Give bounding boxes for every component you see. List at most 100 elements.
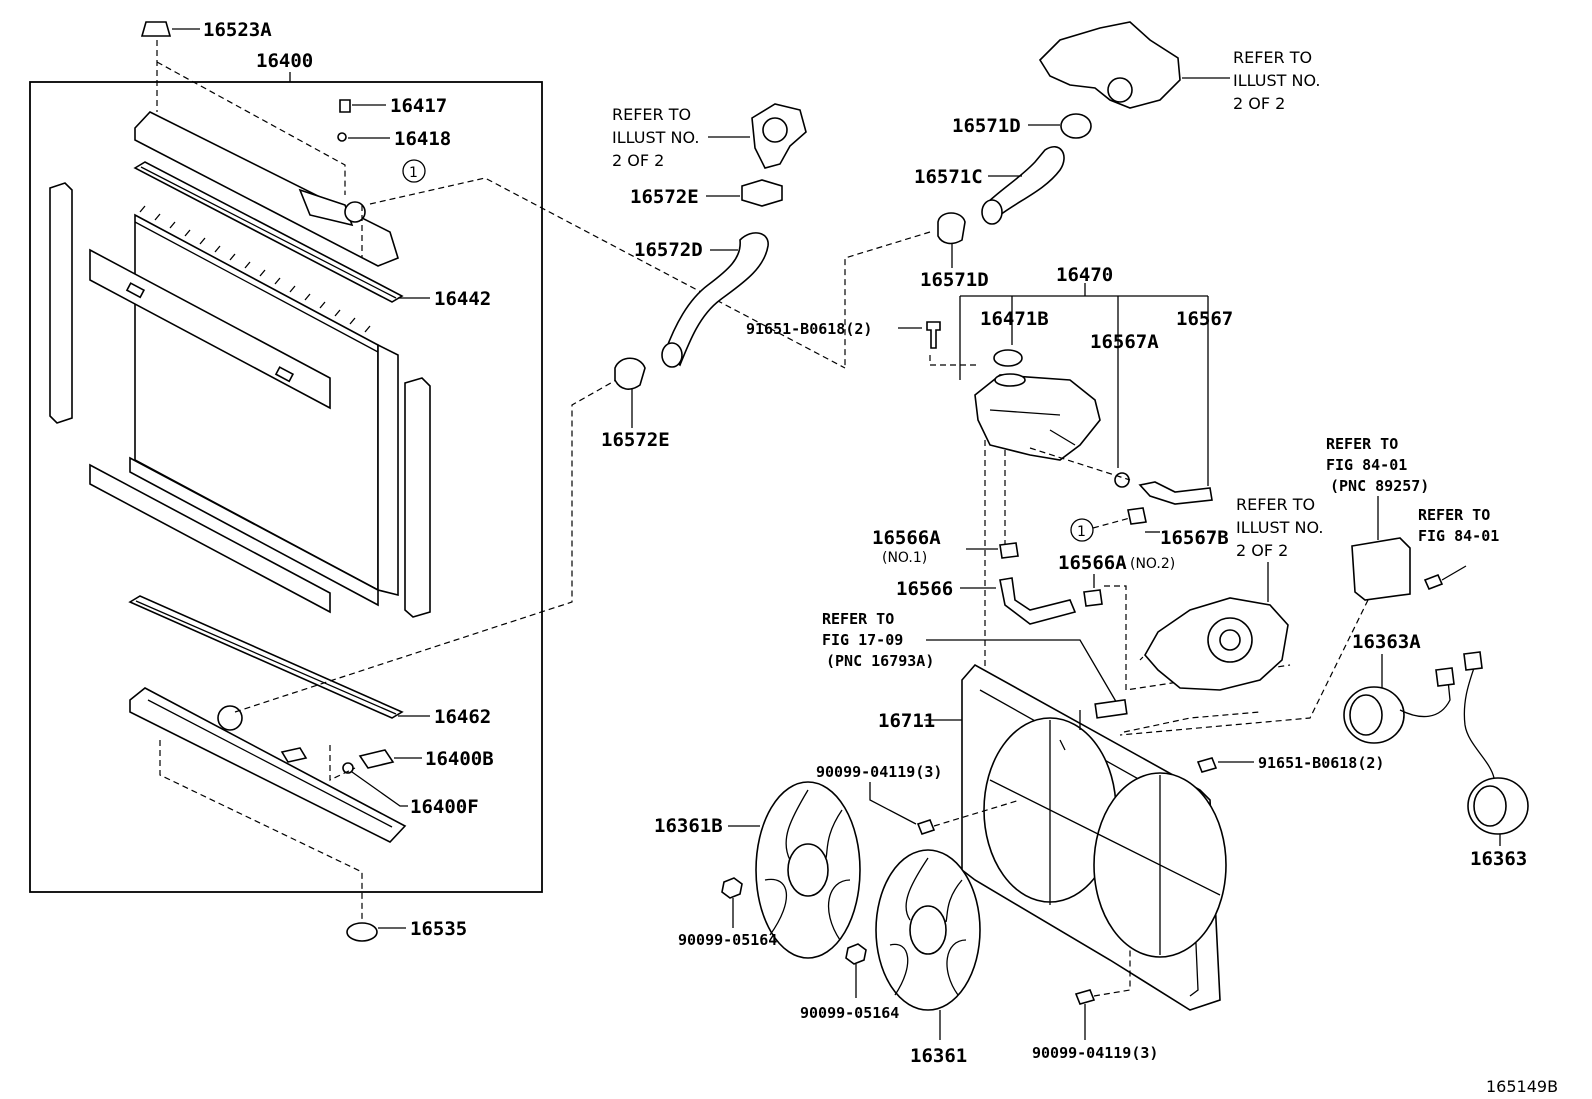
left-side-rail xyxy=(49,182,73,424)
hose-clamp-16572E-lower xyxy=(614,357,646,390)
fan-nut-left xyxy=(721,877,743,899)
callout-90099-05164-left: 90099-05164 xyxy=(678,931,777,949)
upper-tank xyxy=(134,111,399,267)
callout-16571C: 16571C xyxy=(914,166,983,188)
bolt-91651-top xyxy=(926,321,941,349)
lower-support xyxy=(89,463,331,614)
callout-16442: 16442 xyxy=(434,288,491,310)
circle-marker-right xyxy=(1070,518,1094,542)
fan-motor-group: 16363A 16363 xyxy=(1343,631,1529,870)
callout-91651-top: 91651-B0618(2) xyxy=(746,320,872,338)
upper-hose-16572D xyxy=(664,232,769,367)
callout-16363A: 16363A xyxy=(1352,631,1421,653)
waterinlet-ref-line2: ILLUST NO. xyxy=(1233,71,1320,90)
reservoir-group: 16470 16471B 16567A 16567 91651-B0618(2)… xyxy=(746,264,1291,691)
fig8401b-ref-line1: REFER TO xyxy=(1418,506,1490,524)
callout-90099-04119-top: 90099-04119(3) xyxy=(816,763,942,781)
figure-code: 165149B xyxy=(1486,1077,1558,1096)
fan-shroud-group: REFER TO FIG 17-09 (PNC 16793A) 16711 91… xyxy=(654,610,1384,1067)
callout-16567: 16567 xyxy=(1176,308,1233,330)
hose-clamp-16566A-no2 xyxy=(1083,589,1103,607)
hose-clamp-16572E-upper xyxy=(741,179,783,207)
reservoir-tank xyxy=(974,374,1101,461)
callout-16535: 16535 xyxy=(410,918,467,940)
fan-nut-mid xyxy=(845,943,867,965)
reservoir-cap xyxy=(993,349,1023,367)
fig8401a-ref-line3: (PNC 89257) xyxy=(1330,477,1429,495)
thermostat-ref-line1: REFER TO xyxy=(612,105,691,124)
fig1709-ref-line2: FIG 17-09 xyxy=(822,631,903,649)
fan-relay xyxy=(1351,537,1411,601)
callout-16363: 16363 xyxy=(1470,848,1527,870)
callout-16572E-lower: 16572E xyxy=(601,429,670,451)
callout-16462: 16462 xyxy=(434,706,491,728)
radiator-callouts: 16523A 16400 16417 16418 16442 16462 164… xyxy=(172,19,494,940)
callout-16400F: 16400F xyxy=(410,796,479,818)
hose-clamp-16571D-upper xyxy=(1060,113,1092,139)
overflow-hose-16567 xyxy=(1138,481,1213,505)
callout-16567A: 16567A xyxy=(1090,331,1159,353)
drain-cock xyxy=(358,749,395,769)
right-side-rail xyxy=(404,377,431,618)
callout-16566A-no1-note: (NO.1) xyxy=(882,550,927,566)
waterinlet-ref-line3: 2 OF 2 xyxy=(1233,94,1285,113)
pump-ref-line1: REFER TO xyxy=(1236,495,1315,514)
thermostat-ref-line3: 2 OF 2 xyxy=(612,151,664,170)
callout-16361: 16361 xyxy=(910,1045,967,1067)
callout-16566A-no2: 16566A xyxy=(1058,552,1127,574)
reservoir-hose-16566 xyxy=(999,577,1077,625)
lower-cushion xyxy=(346,922,378,942)
callout-16471B: 16471B xyxy=(980,308,1049,330)
reservoir-clamp xyxy=(1114,472,1130,488)
waterinlet-ref-line1: REFER TO xyxy=(1233,48,1312,67)
water-pump-group: REFER TO ILLUST NO. 2 OF 2 REFER TO FIG … xyxy=(1119,435,1499,736)
radiator-assembly-group: 1 xyxy=(29,21,846,942)
circle-marker-right-label: 1 xyxy=(1077,524,1086,540)
upper-cushion xyxy=(140,21,172,37)
callout-16572D: 16572D xyxy=(634,239,703,261)
upper-support xyxy=(89,248,331,410)
fig1709-ref-line1: REFER TO xyxy=(822,610,894,628)
core-fins xyxy=(139,205,371,333)
hose-clamp-16567B xyxy=(1127,507,1147,525)
callout-16571D-upper: 16571D xyxy=(952,115,1021,137)
callout-16361B: 16361B xyxy=(654,815,723,837)
callout-16566: 16566 xyxy=(896,578,953,600)
callout-16566A-no1: 16566A xyxy=(872,527,941,549)
thermostat-ref-line2: ILLUST NO. xyxy=(612,128,699,147)
water-inlet-housing xyxy=(1038,21,1181,109)
callout-16400B: 16400B xyxy=(425,748,494,770)
callout-16523A: 16523A xyxy=(203,19,272,41)
callout-16572E-upper: 16572E xyxy=(630,186,699,208)
callout-90099-04119-bottom: 90099-04119(3) xyxy=(1032,1044,1158,1062)
radiator-assembly-frame xyxy=(29,81,543,893)
circle-marker-left xyxy=(402,159,426,183)
lower-tank xyxy=(129,687,407,843)
bypass-hose-16571C xyxy=(983,146,1065,216)
bolt-91651-bottom xyxy=(1196,757,1218,773)
callout-16566A-no2-note: (NO.2) xyxy=(1130,556,1175,572)
callout-90099-05164-mid: 90099-05164 xyxy=(800,1004,899,1022)
callout-16418: 16418 xyxy=(394,128,451,150)
pump-ref-line3: 2 OF 2 xyxy=(1236,541,1288,560)
radiator-inlet-hose-group: REFER TO ILLUST NO. 2 OF 2 16572E 16572D… xyxy=(601,103,807,451)
shroud-bolt-upper xyxy=(916,819,936,835)
fig8401a-ref-line1: REFER TO xyxy=(1326,435,1398,453)
relay-bolt xyxy=(1423,573,1444,591)
callout-16400: 16400 xyxy=(256,50,313,72)
fig8401b-ref-line2: FIG 84-01 xyxy=(1418,527,1499,545)
callout-16711: 16711 xyxy=(878,710,935,732)
fig1709-ref-line3: (PNC 16793A) xyxy=(826,652,934,670)
shroud-bolt-lower xyxy=(1074,989,1096,1005)
hose-clamp-16571D-lower xyxy=(937,212,966,245)
callout-16571D-lower: 16571D xyxy=(920,269,989,291)
circle-marker-left-label: 1 xyxy=(409,165,418,181)
hose-clamp-16566A-no1 xyxy=(999,542,1019,559)
callout-91651-bottom: 91651-B0618(2) xyxy=(1258,754,1384,772)
callout-16567B: 16567B xyxy=(1160,527,1229,549)
shroud-label xyxy=(1094,698,1128,719)
callout-16470: 16470 xyxy=(1056,264,1113,286)
bypass-hose-group: REFER TO ILLUST NO. 2 OF 2 16571D 16571C… xyxy=(844,21,1320,368)
callout-16417: 16417 xyxy=(390,95,447,117)
